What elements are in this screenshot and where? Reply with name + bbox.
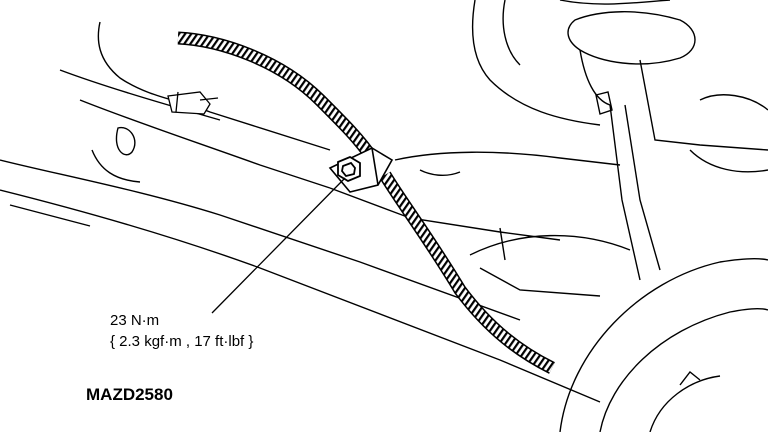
pillar-structure — [471, 0, 768, 281]
wire-harness-upper — [177, 31, 378, 162]
figure-code-label: MAZD2580 — [86, 385, 173, 404]
grommet — [167, 91, 219, 115]
harness-bracket — [328, 147, 394, 193]
wheel-arch — [559, 257, 768, 432]
torque-alt-units-label: { 2.3 kgf·m , 17 ft·lbf } — [110, 333, 254, 350]
body-panel-outlines — [0, 21, 631, 403]
torque-value-label: 23 N·m — [110, 312, 160, 329]
wire-harness-lower — [379, 171, 555, 374]
torque-leader-line — [211, 177, 346, 314]
mounting-bolt — [337, 155, 361, 183]
